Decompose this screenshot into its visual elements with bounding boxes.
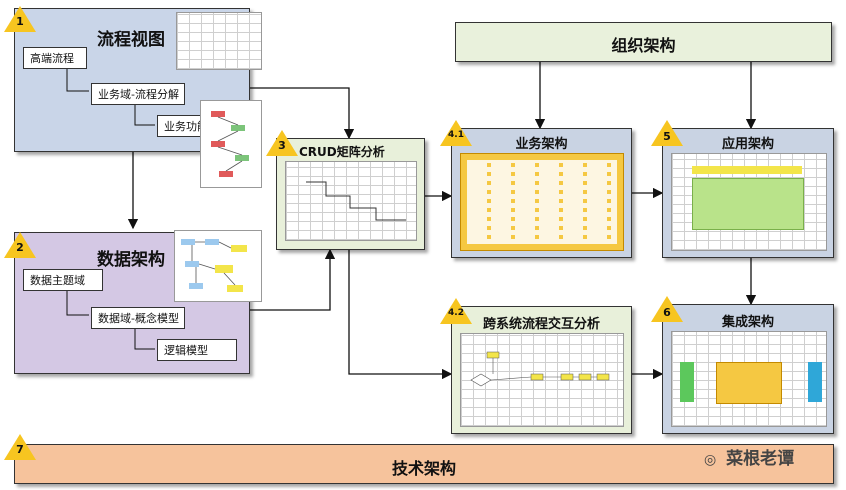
badge-5-icon: [651, 120, 683, 146]
app-arch-title: 应用架构: [721, 137, 774, 152]
process-thumbnail-epc: [200, 100, 262, 188]
badge-4-1-number: 4.1: [448, 130, 464, 140]
badge-5-number: 5: [663, 130, 671, 143]
cross-system-title: 跨系统流程交互分析: [482, 317, 600, 332]
process-connectors: [66, 69, 155, 126]
badge-3-icon: [266, 130, 298, 156]
integration-arch-thumbnail: [671, 331, 827, 427]
badge-2-number: 2: [16, 241, 24, 254]
business-arch-thumbnail: [460, 153, 624, 251]
badge-2-icon: [4, 232, 36, 258]
cross-system-thumbnail: [460, 333, 624, 427]
data-item-subject-domain: 数据主题域: [23, 269, 103, 291]
app-arch-box: 应用架构: [662, 128, 834, 258]
data-item-conceptual-model: 数据域-概念模型: [91, 307, 185, 329]
app-arch-thumbnail: [671, 153, 827, 251]
badge-6-number: 6: [663, 306, 671, 319]
tech-arch-box: 技术架构: [14, 444, 834, 484]
process-thumbnail-1: [176, 12, 262, 70]
watermark-text: 菜根老谭: [726, 449, 795, 469]
cross-system-box: 跨系统流程交互分析: [451, 306, 632, 434]
badge-4-2-icon: [440, 298, 472, 324]
badge-1-number: 1: [16, 15, 24, 28]
badge-7-number: 7: [16, 443, 24, 456]
crud-box: CRUD矩阵分析: [276, 138, 425, 250]
badge-4-2-number: 4.2: [448, 308, 464, 318]
wechat-icon: ◎: [704, 452, 717, 468]
process-item-high-level: 高端流程: [23, 47, 87, 69]
badge-1-icon: [4, 6, 36, 32]
data-model-diagram-icon: [181, 239, 247, 292]
integration-arch-title: 集成架构: [721, 315, 774, 330]
data-arch-title: 数据架构: [97, 250, 165, 270]
watermark: ◎ 菜根老谭: [704, 444, 794, 469]
crud-title: CRUD矩阵分析: [299, 145, 385, 159]
org-arch-title: 组织架构: [611, 36, 676, 55]
arrow-data-to-crud: [250, 248, 336, 311]
org-arch-box: 组织架构: [455, 22, 832, 62]
epc-diagram-icon: [211, 111, 249, 177]
badge-3-number: 3: [278, 139, 286, 152]
badge-4-1-icon: [440, 120, 472, 146]
integration-arch-box: 集成架构: [662, 304, 834, 434]
crud-matrix-thumbnail: [285, 161, 417, 241]
crud-diagonal-icon: [306, 181, 406, 221]
data-connectors: [66, 291, 155, 350]
data-item-logical-model: 逻辑模型: [157, 339, 237, 361]
tech-arch-title: 技术架构: [391, 459, 456, 478]
business-arch-box: 业务架构: [451, 128, 632, 258]
process-item-domain-decomposition: 业务域-流程分解: [91, 83, 185, 105]
badge-6-icon: [651, 296, 683, 322]
data-thumbnail: [174, 230, 262, 302]
business-arch-title: 业务架构: [515, 137, 568, 152]
badge-7-icon: [4, 434, 36, 460]
arrow-process-to-crud: [237, 87, 355, 140]
swimlane-diagram-icon: [470, 351, 610, 387]
process-view-title: 流程视图: [97, 30, 165, 50]
arrow-crud-to-cross: [348, 250, 453, 380]
